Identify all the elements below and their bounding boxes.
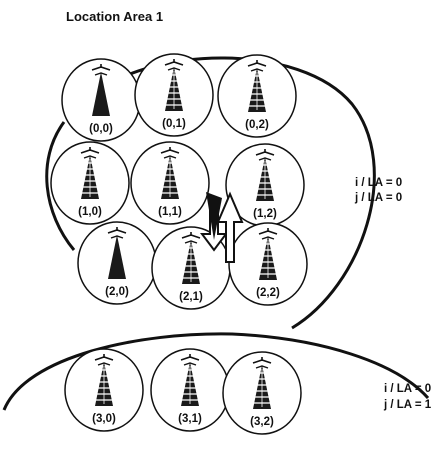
cell-label: (0,0) (89, 123, 113, 135)
cell-label: (1,0) (78, 206, 102, 218)
cell-grid: (0,0) (0,1) (0,2) (1,0) (1,1) (1,2) (2,0) (2,1)… (50, 53, 308, 435)
cell-label: (1,2) (253, 208, 277, 220)
cell-3-2: (3,2) (222, 351, 302, 435)
cell-3-0: (3,0) (64, 348, 144, 432)
cell-label: (0,1) (162, 118, 186, 130)
cell-label: (3,1) (178, 413, 202, 425)
cell-label: (1,1) (158, 206, 182, 218)
cell-3-1: (3,1) (150, 348, 230, 432)
cell-label: (2,0) (105, 286, 129, 298)
cell-label: (3,0) (92, 413, 116, 425)
location-area-2-boundary (2, 332, 430, 411)
diagram-title: Location Area 1 (66, 9, 163, 24)
la-info-2-line1: i / LA = 0 (384, 383, 431, 395)
cell-1-1: (1,1) (130, 141, 210, 225)
cell-0-0: (0,0) (61, 58, 141, 142)
cell-label: (3,2) (250, 416, 274, 428)
arrow-up-icon (216, 191, 244, 263)
cell-1-2: (1,2) (225, 143, 305, 227)
cell-label: (2,1) (179, 291, 203, 303)
handover-arrows (200, 191, 244, 263)
cell-label: (0,2) (245, 119, 269, 131)
la-info-1-line1: i / LA = 0 (355, 177, 402, 189)
cell-1-0: (1,0) (50, 141, 130, 225)
la-info-2-line2: j / LA = 1 (383, 399, 432, 411)
la-info-1-line2: j / LA = 0 (354, 192, 402, 204)
cell-2-0: (2,0) (77, 221, 157, 305)
location-area-1-boundary-left (45, 121, 76, 251)
cell-0-2: (0,2) (217, 54, 297, 138)
cell-0-1: (0,1) (134, 53, 214, 137)
cell-2-2: (2,2) (228, 222, 308, 306)
cell-label: (2,2) (256, 287, 280, 299)
cell-2-1: (2,1) (151, 226, 231, 310)
arrow-solid-icon (206, 192, 222, 240)
